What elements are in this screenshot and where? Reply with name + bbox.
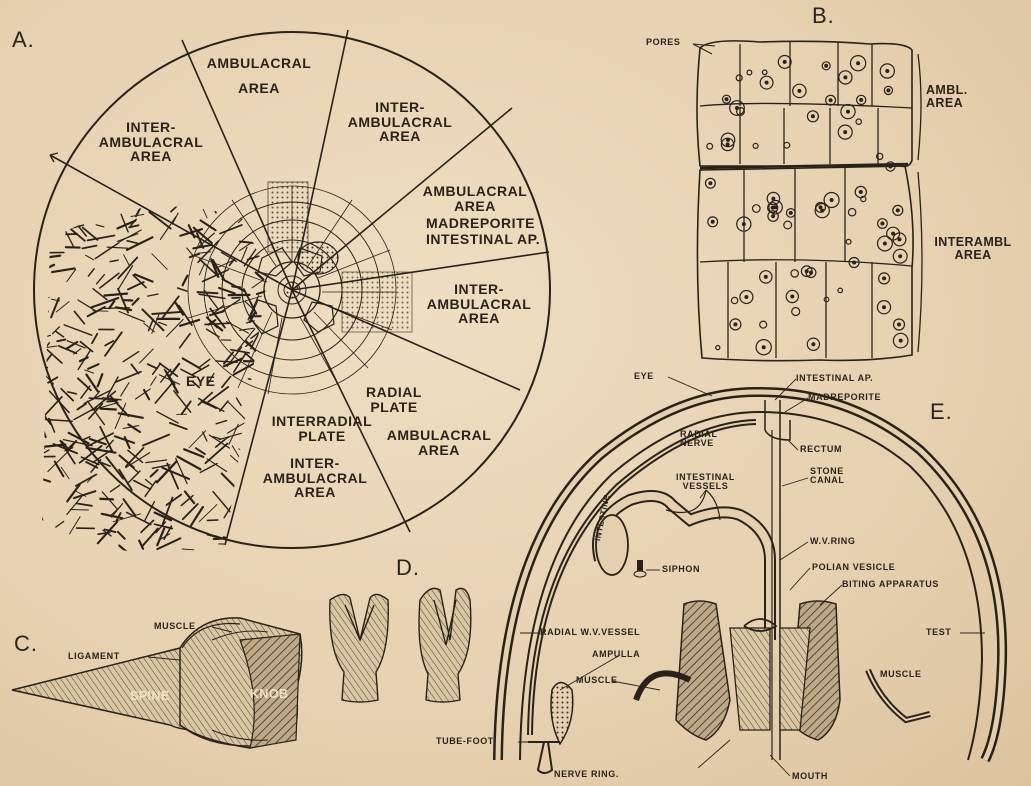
label-test: TEST	[926, 628, 951, 637]
label-wv-ring: W.V.RING	[810, 537, 855, 546]
label-muscle-e-right: MUSCLE	[880, 670, 922, 679]
figure-label-d: D.	[396, 556, 420, 579]
fig-d-teeth	[330, 588, 471, 702]
label-madreporite-e: MADREPORITE	[808, 393, 881, 402]
label-ambl-area: AMBL.AREA	[926, 84, 968, 110]
figure-label-e: E.	[930, 400, 953, 423]
fig-b-tubercles	[706, 56, 909, 355]
label-tube-foot: TUBE-FOOT	[436, 737, 494, 746]
label-ligament: LIGAMENT	[68, 652, 120, 661]
label-biting-apparatus: BITING APPARATUS	[842, 580, 939, 589]
label-muscle-c: MUSCLE	[154, 622, 196, 631]
fig-c-spine-joint	[12, 618, 302, 748]
label-eye-e: EYE	[634, 372, 654, 381]
label-spine: SPINE	[130, 690, 170, 703]
label-mouth: MOUTH	[792, 772, 828, 781]
label-muscle-e-left: MUSCLE	[576, 676, 618, 685]
label-radial-wv-vessel: RADIAL W.V.VESSEL	[540, 628, 640, 637]
label-knob: KNOB	[250, 688, 288, 701]
figure-label-c: C.	[14, 632, 38, 655]
label-rectum: RECTUM	[800, 445, 842, 454]
figure-label-b: B.	[812, 4, 835, 27]
label-madreporite-a: MADREPORITE	[426, 216, 535, 231]
label-intestinal-ap-e: INTESTINAL AP.	[796, 374, 873, 383]
label-ampulla: AMPULLA	[592, 650, 640, 659]
label-pores: PORES	[646, 38, 681, 47]
label-polian-vesicle: POLIAN VESICLE	[812, 563, 895, 572]
figure-label-a: A.	[12, 28, 35, 51]
label-intestinal-ap-a: INTESTINAL AP.	[426, 232, 540, 247]
label-siphon: SIPHON	[662, 565, 700, 574]
label-nerve-ring: NERVE RING.	[554, 770, 619, 779]
label-eye-a: EYE	[186, 374, 216, 389]
